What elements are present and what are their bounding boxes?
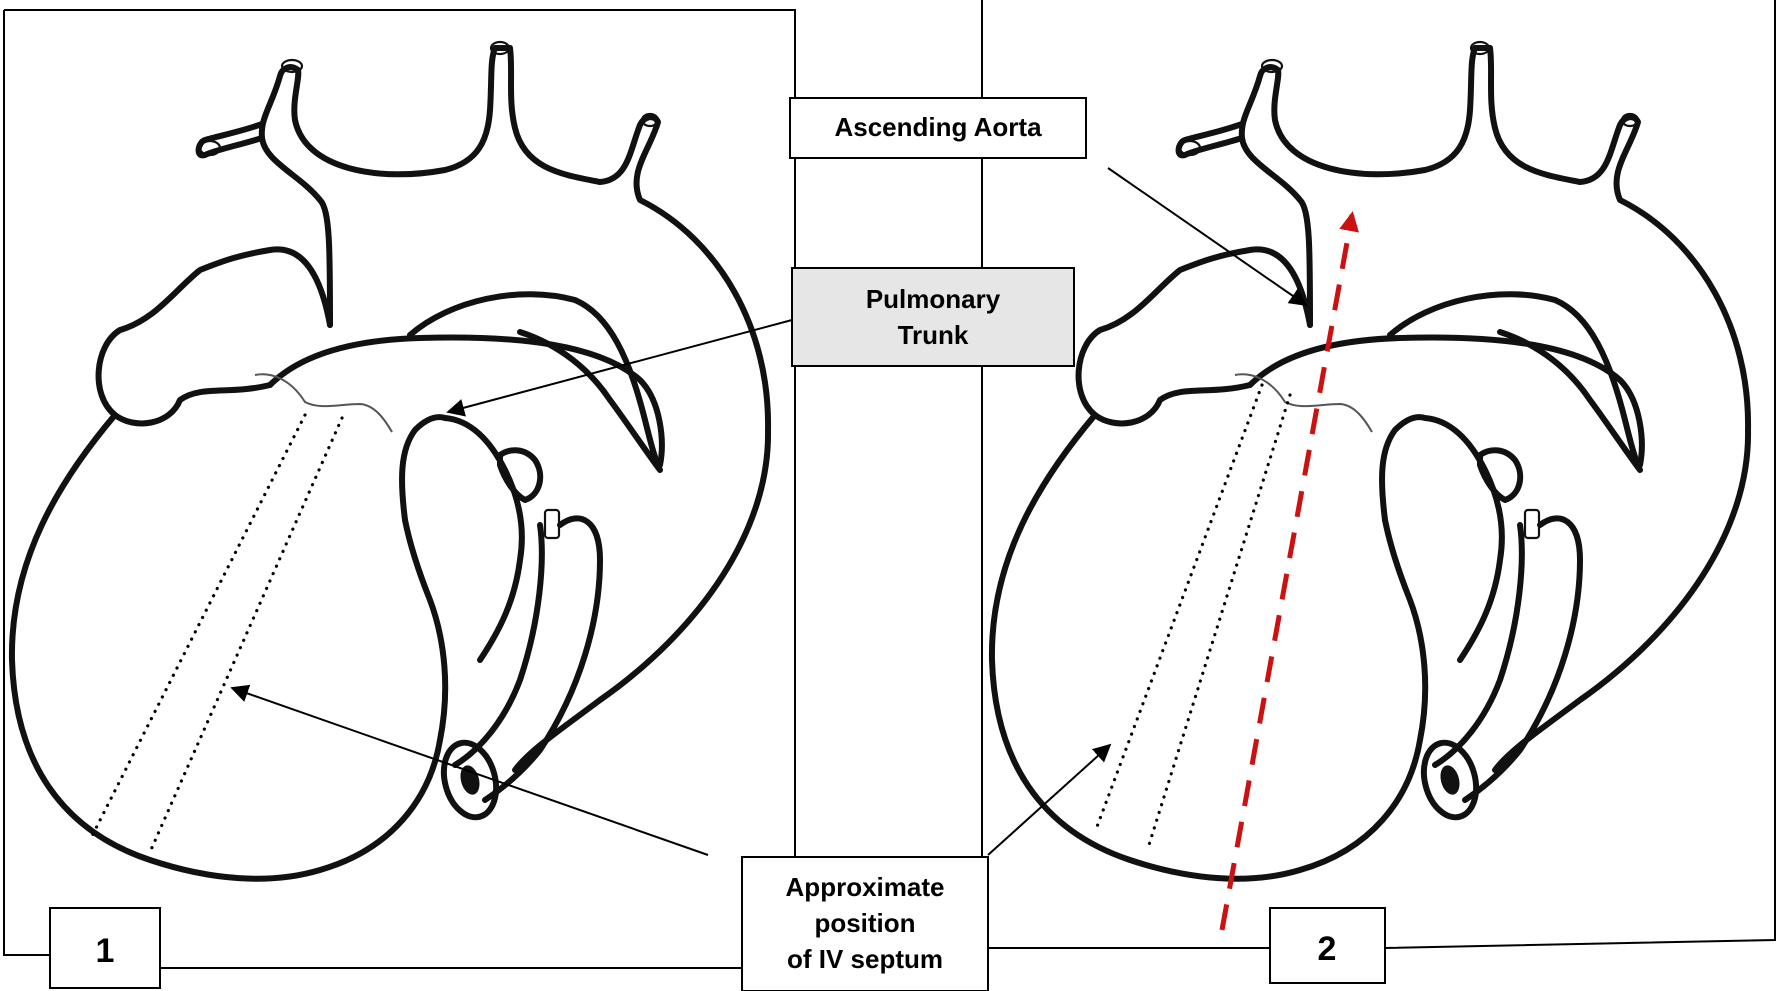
panel-1: 1: [4, 10, 795, 988]
panel-number-1: 1: [96, 932, 115, 970]
panel-number-2: 2: [1318, 930, 1337, 968]
ascending-aorta-pointer: [1108, 168, 1306, 305]
pulmonary-trunk-label-line1: Pulmonary: [866, 284, 1001, 314]
iv-septum-label-line2: position: [814, 908, 915, 938]
pulmonary-trunk-pointer: [448, 320, 792, 412]
iv-septum-label-line1: Approximate: [786, 872, 945, 902]
iv-septum-pointer-1: [232, 688, 708, 855]
septum-dotted-line-1a: [90, 415, 305, 840]
ascending-aorta-label: Ascending Aorta: [834, 112, 1042, 142]
pulmonary-trunk-label-box: [792, 268, 1074, 366]
heart-outline-2: [992, 42, 1748, 879]
septum-dotted-line-2a: [1095, 385, 1262, 832]
septum-dotted-line-2b: [1148, 395, 1290, 848]
iv-septum-label-line3: of IV septum: [787, 944, 943, 974]
panel-2: 2: [982, 0, 1775, 983]
pulmonary-trunk-label-line2: Trunk: [898, 320, 969, 350]
septum-dotted-line-1b: [150, 418, 342, 852]
heart-axis-arrow: [1222, 215, 1352, 930]
panel-2-frame: [982, 0, 1775, 948]
iv-septum-pointer-2: [988, 745, 1110, 855]
heart-outline-1: [12, 42, 768, 879]
